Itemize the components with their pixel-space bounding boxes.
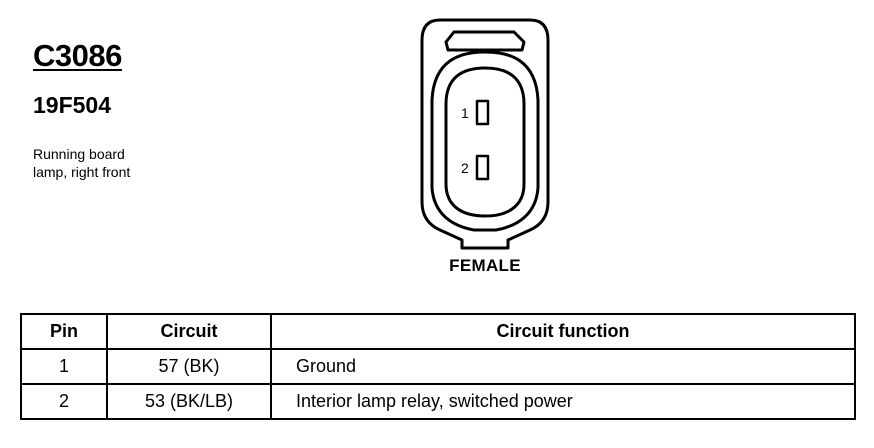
pin-1-terminal: [475, 99, 490, 126]
part-number: 19F504: [33, 92, 112, 118]
description-line-1: Running board: [33, 146, 125, 162]
table-row: 1 57 (BK) Ground: [20, 348, 856, 385]
connector-description: Running board lamp, right front: [33, 145, 183, 181]
connector-face-diagram: 1 2: [410, 18, 560, 250]
cell-pin: 1: [20, 348, 108, 385]
pin-2-label: 2: [461, 160, 469, 176]
pin-1-label: 1: [461, 105, 469, 121]
connector-housing-outline: [420, 18, 550, 250]
description-line-2: lamp, right front: [33, 164, 131, 180]
header-circuit-function: Circuit function: [270, 313, 856, 350]
pin-cavity-region: [444, 66, 526, 218]
pin-2-terminal: [475, 154, 490, 181]
cell-pin: 2: [20, 383, 108, 420]
cell-circuit: 53 (BK/LB): [106, 383, 272, 420]
pinout-table: Pin Circuit Circuit function 1 57 (BK) G…: [20, 313, 856, 420]
connector-id: C3086: [33, 38, 122, 73]
cell-circuit-function: Ground: [270, 348, 856, 385]
header-pin: Pin: [20, 313, 108, 350]
table-row: 2 53 (BK/LB) Interior lamp relay, switch…: [20, 383, 856, 420]
cell-circuit: 57 (BK): [106, 348, 272, 385]
connector-inner-outline: [430, 50, 540, 232]
header-circuit: Circuit: [106, 313, 272, 350]
table-header-row: Pin Circuit Circuit function: [20, 313, 856, 350]
locking-tab: [444, 30, 526, 52]
cell-circuit-function: Interior lamp relay, switched power: [270, 383, 856, 420]
connector-gender-label: FEMALE: [449, 256, 521, 275]
